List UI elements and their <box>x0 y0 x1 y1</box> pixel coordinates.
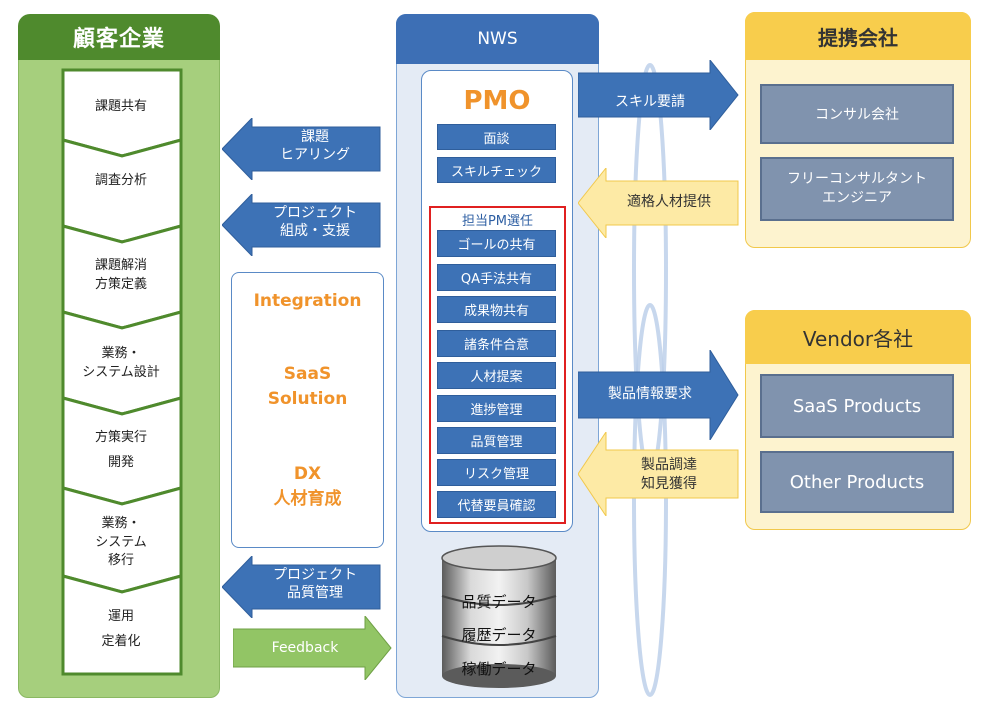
arrow-project-quality <box>222 556 381 618</box>
pmo-skill-check: スキルチェック <box>437 157 556 183</box>
arrow-hearing-label: 課題 ヒアリング <box>280 129 350 164</box>
arrow-feedback <box>233 616 392 680</box>
chevron-7 <box>61 574 183 676</box>
partner-consulting: コンサル会社 <box>760 84 954 144</box>
step-solution-definition: 課題解消 方策定義 <box>94 258 147 292</box>
pm-item-backup: 代替要員確認 <box>437 491 556 518</box>
arrow-product-knowledge <box>578 432 739 516</box>
pm-selection-title: 担当PM選任 <box>461 214 534 229</box>
vendor-other-products: Other Products <box>760 451 954 513</box>
pm-item-risk: リスク管理 <box>437 459 556 486</box>
step-issue-share: 課題共有 <box>94 98 147 114</box>
pmo-title: PMO <box>463 86 531 116</box>
nws-header: NWS <box>396 14 599 64</box>
partner-freelance: フリーコンサルタント エンジニア <box>760 157 954 221</box>
dx-text: DX 人材育成 <box>273 464 342 509</box>
step-operation: 運用 定着化 <box>101 609 141 649</box>
database-icon <box>441 545 557 688</box>
arrow-skill-request-label: スキル要請 <box>615 94 685 110</box>
db-operation-data: 稼働データ <box>461 660 537 678</box>
pm-item-quality: 品質管理 <box>437 427 556 454</box>
pm-item-deliverables: 成果物共有 <box>437 296 556 323</box>
pm-item-goal: ゴールの共有 <box>437 230 556 257</box>
step-research: 調査分析 <box>94 172 147 188</box>
vendor-saas-products: SaaS Products <box>760 374 954 438</box>
arrow-talent-supply <box>578 168 739 238</box>
connector-ring-bottom <box>632 303 668 697</box>
customer-header: 顧客企業 <box>18 14 220 60</box>
arrow-hearing <box>222 118 381 180</box>
pmo-interview: 面談 <box>437 124 556 150</box>
step-system-design: 業務・ システム設計 <box>82 346 160 380</box>
saas-solution-text: SaaS Solution <box>267 364 348 409</box>
pm-item-conditions: 諸条件合意 <box>437 330 556 357</box>
arrow-product-request-label: 製品情報要求 <box>608 386 692 402</box>
arrow-talent-supply-label: 適格人材提供 <box>627 194 711 210</box>
partners-header: 提携会社 <box>745 12 971 60</box>
process-chevrons <box>61 68 183 676</box>
arrow-feedback-label: Feedback <box>271 640 339 656</box>
pm-item-talent: 人材提案 <box>437 362 556 389</box>
arrow-skill-request <box>578 60 739 130</box>
arrow-product-request <box>578 350 739 440</box>
integration-box <box>231 272 384 548</box>
pm-item-qa: QA手法共有 <box>437 264 556 291</box>
integration-text: Integration <box>253 291 362 311</box>
db-history-data: 履歴データ <box>461 626 537 644</box>
arrow-project-quality-label: プロジェクト 品質管理 <box>273 567 357 602</box>
vendors-header: Vendor各社 <box>745 310 971 364</box>
arrow-project-support-label: プロジェクト 組成・支援 <box>273 205 357 240</box>
step-development: 方策実行 開発 <box>94 430 147 470</box>
pm-item-progress: 進捗管理 <box>437 395 556 422</box>
pm-selection-frame <box>429 206 566 524</box>
arrow-product-knowledge-label: 製品調達 知見獲得 <box>641 457 697 492</box>
step-migration: 業務・ システム 移行 <box>95 515 147 569</box>
arrow-project-support <box>222 194 381 256</box>
db-quality-data: 品質データ <box>461 593 537 611</box>
